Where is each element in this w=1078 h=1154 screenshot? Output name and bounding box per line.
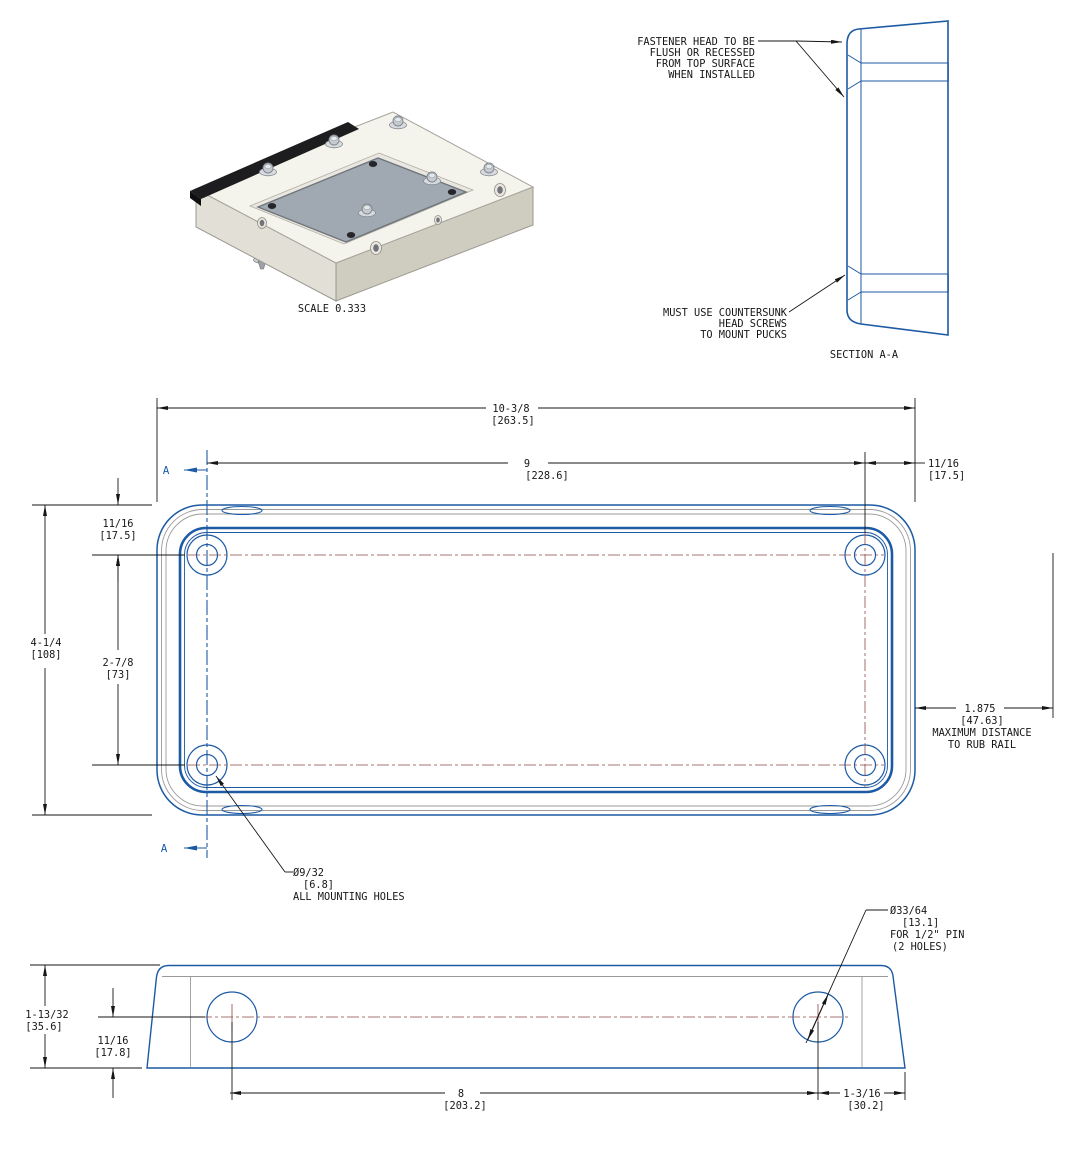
dim-text-mm: [17.5] [928,470,965,482]
dim-text: 4-1/4 [31,637,62,649]
slot-hole [809,804,851,815]
dim-note: ALL MOUNTING HOLES [293,891,405,903]
iso-side-holes [257,183,506,255]
section-marker-label: A [161,842,168,855]
slot-hole [221,804,263,815]
dim-side-height: 1-13/32 [35.6] [25,965,69,1068]
dim-text: 1-3/16 [843,1088,880,1100]
note-line: MUST USE COUNTERSUNK [663,307,788,319]
isometric-view: SCALE 0.333 [190,111,535,315]
iso-rubber-strip-edge [190,191,201,206]
plate-recess-inner [184,532,888,788]
dim-hole-span-x: 9 [228.6] [207,458,865,482]
dim-text-mm: [47.63] [960,715,1003,727]
dim-overall-height: 4-1/4 [108] [31,505,62,815]
note-line: FASTENER HEAD TO BE [637,36,755,48]
dim-text: 1-13/32 [25,1009,68,1021]
section-body [846,20,949,336]
plate-recess-outer [178,526,894,794]
dim-text-mm: [30.2] [847,1100,884,1112]
top-view: A A 10-3/8 [263.5] 9 [228.6] [31,398,1054,903]
section-top-hole [847,54,949,90]
dim-note: (2 HOLES) [892,941,948,953]
dim-text: 9 [524,458,530,470]
dim-text: 8 [458,1088,464,1100]
iso-panel [256,157,468,243]
dim-pin-span: 8 [203.2] [230,1088,818,1112]
plate-outline-tangent1 [161,509,911,811]
dim-overall-width: 10-3/8 [263.5] [157,403,915,427]
slot-hole [809,505,851,516]
note-line: WHEN INSTALLED [668,69,755,81]
dim-text-mm: [73] [106,669,131,681]
dim-text-mm: [6.8] [303,879,334,891]
dim-text: Ø9/32 [293,867,324,879]
dim-note: TO RUB RAIL [948,739,1016,751]
slot-hole [221,505,263,516]
hex-nuts [259,115,498,218]
section-arrow-bottom: A [161,842,207,855]
iso-caption: SCALE 0.333 [298,303,366,315]
panel-screws [267,161,457,238]
countersunk-note: MUST USE COUNTERSUNK HEAD SCREWS TO MOUN… [663,274,846,341]
dim-text-mm: [108] [31,649,62,661]
section-label: SECTION A-A [830,349,899,361]
section-bottom-hole [847,265,949,301]
dim-text: 11/16 [928,458,959,470]
section-arrow-top: A [163,464,207,477]
plate-outline-tangent2 [165,513,907,807]
dim-edge-top: 11/16 [17.5] [99,478,137,582]
fastener-note: FASTENER HEAD TO BE FLUSH OR RECESSED FR… [637,36,845,98]
section-view: FASTENER HEAD TO BE FLUSH OR RECESSED FR… [637,20,949,361]
plate-outline-outer [156,504,916,816]
dim-side-hole-height: 11/16 [17.8] [94,988,132,1098]
dim-text: 11/16 [98,1035,129,1047]
iso-rubber-strip [190,122,359,199]
dim-text-mm: [35.6] [25,1021,62,1033]
dim-text: 11/16 [103,518,134,530]
callout-pin-hole: Ø33/64 [13.1] FOR 1/2" PIN (2 HOLES) [805,905,964,1044]
dim-text-mm: [228.6] [525,470,568,482]
dim-text-mm: [203.2] [443,1100,486,1112]
dim-note: MAXIMUM DISTANCE [932,727,1031,739]
dim-pin-edge: 1-3/16 [30.2] [818,1088,905,1112]
dim-rub-rail: 1.875 [47.63] MAXIMUM DISTANCE TO RUB RA… [915,703,1053,751]
dim-text: 2-7/8 [103,657,134,669]
dim-edge-right: 11/16 [17.5] [865,458,965,482]
note-line: FROM TOP SURFACE [656,58,755,70]
note-line: TO MOUNT PUCKS [700,329,787,341]
dim-text: 10-3/8 [492,403,529,415]
side-view: 1-13/32 [35.6] 11/16 [17.8] 8 [203.2] 1-… [25,905,964,1112]
note-line: FLUSH OR RECESSED [650,47,755,59]
dim-text-mm: [17.8] [94,1047,131,1059]
callout-mounting-hole: Ø9/32 [6.8] ALL MOUNTING HOLES [215,775,405,903]
dim-text-mm: [13.1] [902,917,939,929]
side-outline [146,964,906,1069]
dim-hole-span-y: 2-7/8 [73] [103,555,134,765]
section-marker-label: A [163,464,170,477]
dim-note: FOR 1/2" PIN [890,929,964,941]
note-line: HEAD SCREWS [719,318,787,330]
dim-text-mm: [263.5] [491,415,534,427]
dim-text-mm: [17.5] [99,530,136,542]
dim-text: 1.875 [965,703,996,715]
dim-text: Ø33/64 [890,905,927,917]
